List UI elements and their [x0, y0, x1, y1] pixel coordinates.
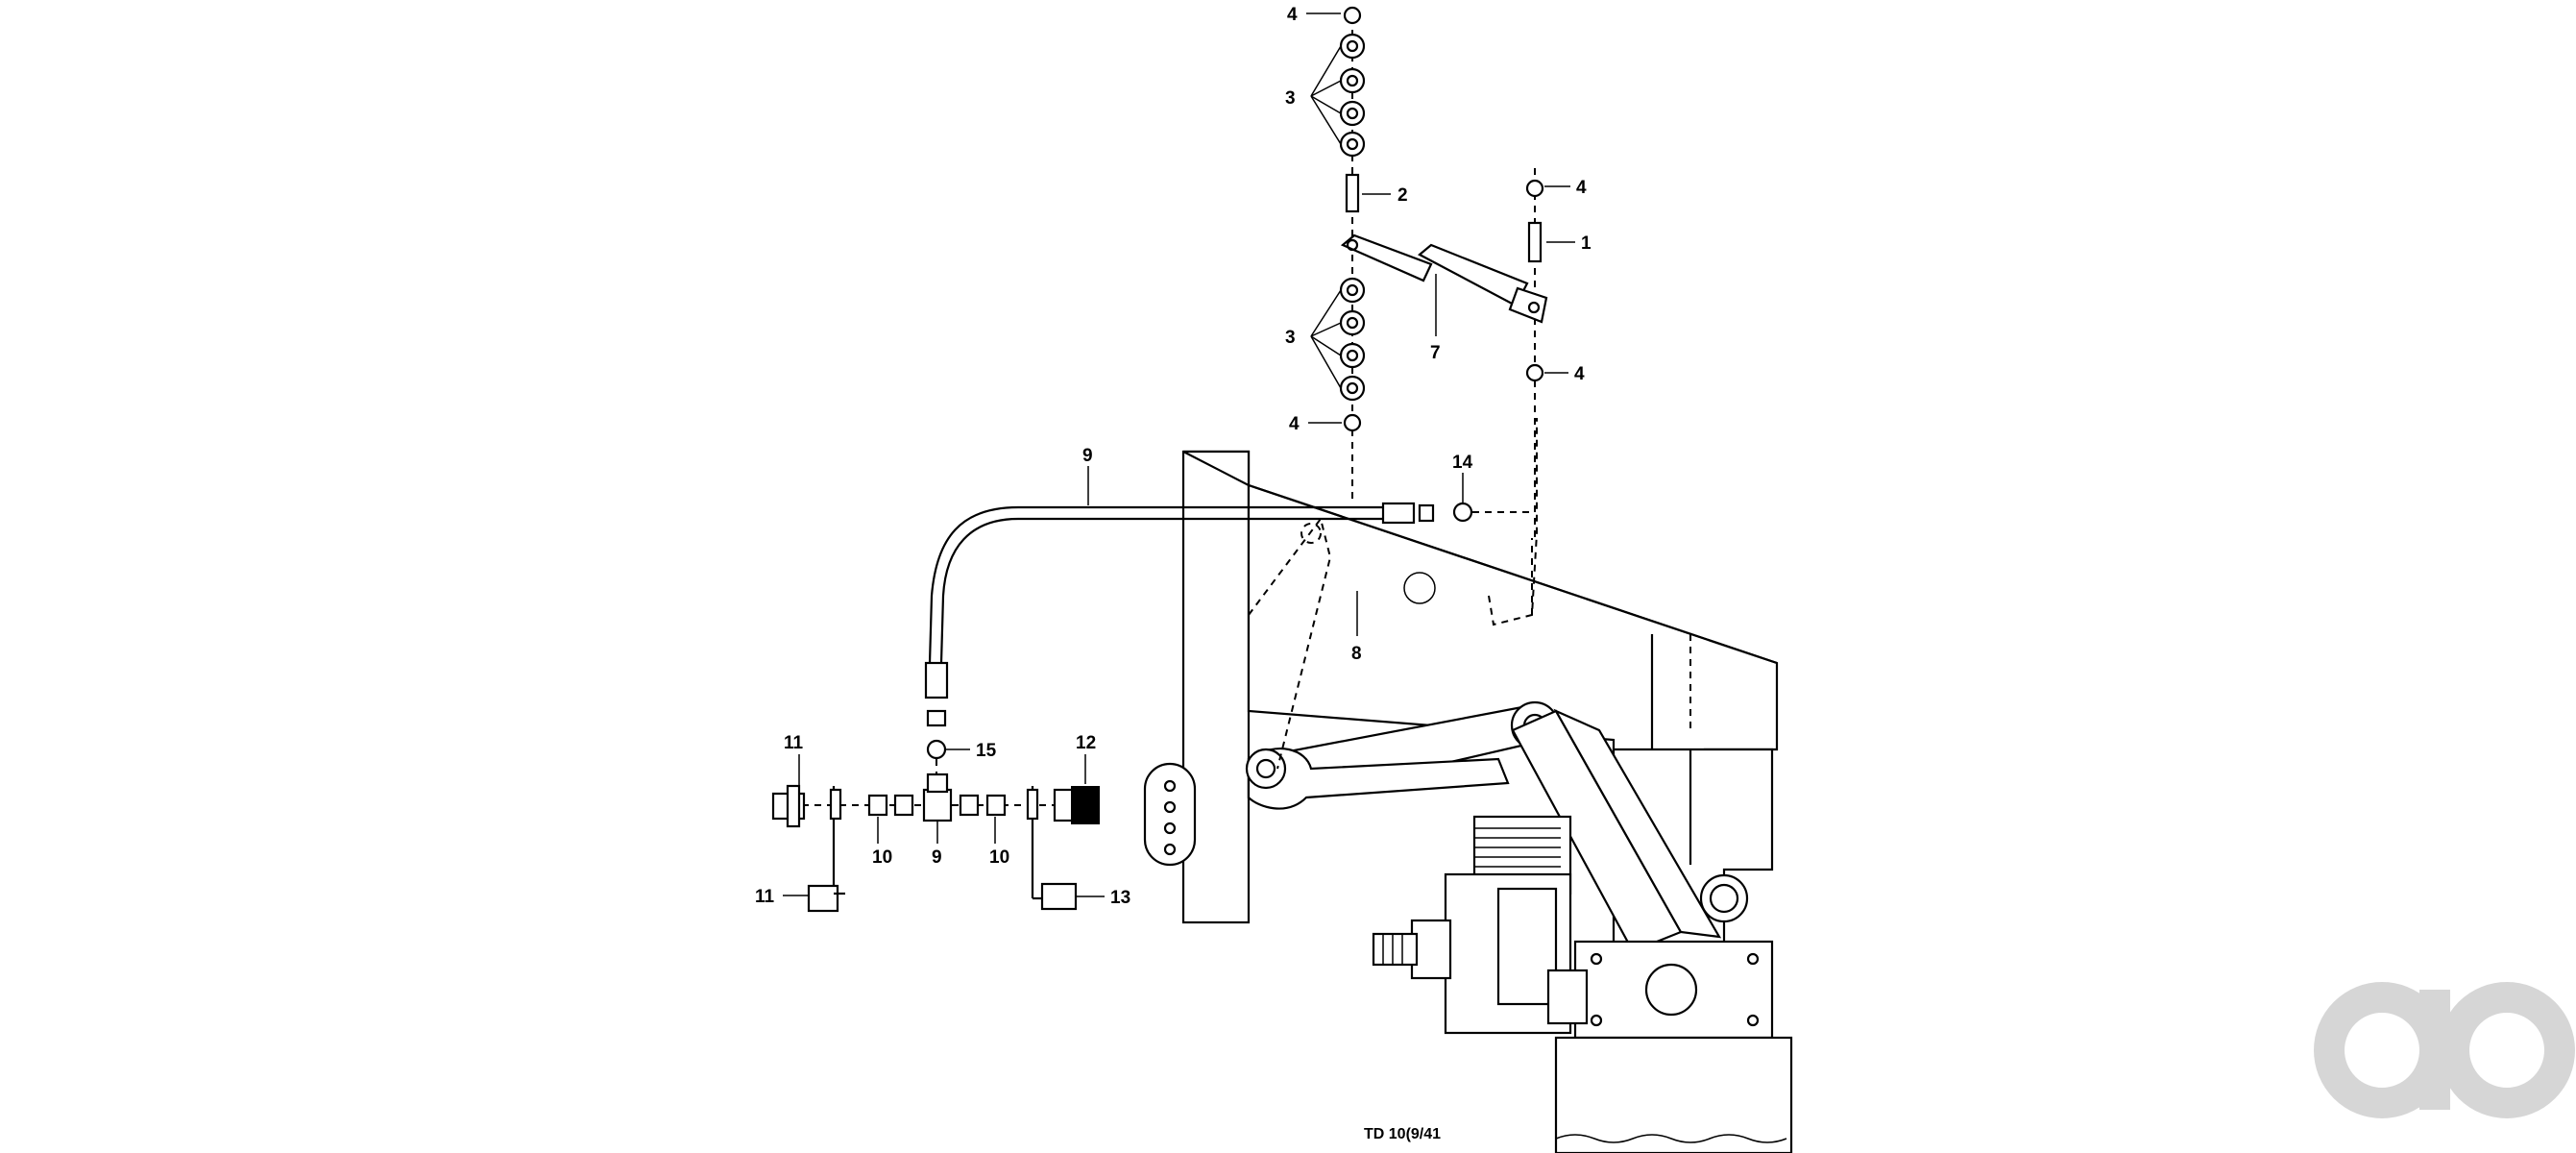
washer-3-d	[1339, 131, 1366, 158]
washer-3-a	[1339, 33, 1366, 60]
washer-3-c	[1339, 100, 1366, 127]
pin-2	[1345, 173, 1360, 213]
pivot-bushing	[1699, 873, 1749, 923]
nut-4-top	[1343, 6, 1362, 25]
callout-4: 4	[1576, 178, 1587, 198]
callout-labels: 4 3 2 4 1 3 7 4 4 9 14 8 11 15 12 10 9 1…	[755, 5, 1592, 1142]
watermark-logo	[2314, 982, 2575, 1118]
callout-7: 9	[1082, 446, 1093, 466]
hose-assembly	[771, 502, 1535, 913]
adapter-fitting	[1418, 503, 1435, 523]
callout-2: 2	[1397, 185, 1408, 206]
hose-end-fitting	[1381, 502, 1416, 525]
washer-3-g	[1339, 342, 1366, 369]
cap-11	[807, 884, 839, 913]
washer-3-b	[1339, 67, 1366, 94]
callout-4: 4	[1287, 5, 1298, 25]
callout-4: 4	[1289, 414, 1300, 434]
nipple-9-c	[959, 794, 980, 817]
callout-13: 13	[1110, 888, 1130, 908]
drive-arm-back	[1553, 708, 1722, 939]
pin-1	[1527, 221, 1543, 263]
washer-3-h	[1339, 375, 1366, 402]
callout-5: 7	[1430, 343, 1441, 363]
callout-10: 11	[784, 733, 804, 753]
watermark-ring-left	[2314, 982, 2450, 1118]
right-bolt-stack	[1525, 168, 1544, 538]
drawing-code: TD 10(9/41	[1364, 1126, 1441, 1142]
seal-ring-15	[926, 739, 947, 760]
hose-lower-fitting	[924, 661, 949, 699]
callout-3: 3	[1285, 328, 1296, 348]
nut-4-lower	[1343, 413, 1362, 432]
callout-11: 11	[755, 887, 775, 907]
washer-3-e	[1339, 277, 1366, 304]
lower-link	[1247, 748, 1510, 810]
hose-7	[928, 505, 1383, 664]
watermark-ring-right	[2439, 982, 2575, 1118]
hydraulic-cylinder-5	[1340, 233, 1548, 324]
connector-13	[1040, 882, 1078, 911]
mounting-plate	[1143, 762, 1197, 867]
callout-12: 12	[1076, 733, 1096, 753]
callout-8: 9	[932, 847, 942, 868]
nipple-9-b	[893, 794, 914, 817]
callout-15: 15	[976, 741, 997, 761]
callout-4: 4	[1574, 364, 1585, 384]
nut-4-right-lower	[1525, 363, 1544, 382]
callout-14: 14	[1452, 453, 1473, 473]
tee-8	[922, 788, 953, 822]
motor-shaft	[1372, 932, 1419, 967]
boom-assembly	[1143, 418, 1793, 1153]
callout-9: 10	[872, 847, 892, 868]
callout-3: 3	[1285, 88, 1296, 109]
nut-4-right-top	[1525, 179, 1544, 198]
hidden-cylinder-path	[1248, 516, 1332, 770]
vertical-column	[1181, 450, 1251, 924]
callout-9: 10	[989, 847, 1009, 868]
base-column	[1554, 1036, 1793, 1153]
nipple-9-d	[985, 794, 1007, 817]
seal-ring-14	[1452, 502, 1473, 523]
callout-6: 8	[1351, 644, 1362, 664]
upper-bolt-stack	[1339, 6, 1366, 500]
gearbox-shaft	[1644, 963, 1698, 1017]
washer-3-f	[1339, 309, 1366, 336]
link-pivot-left	[1245, 748, 1287, 790]
motor-cover	[1496, 887, 1558, 1006]
callout-leaders	[783, 12, 1575, 897]
callout-1: 1	[1581, 233, 1592, 254]
motor-shaft-housing	[1410, 919, 1452, 980]
pivot-hole	[1403, 572, 1436, 604]
nipple-9-a	[867, 794, 888, 817]
switch-12	[1071, 786, 1100, 824]
